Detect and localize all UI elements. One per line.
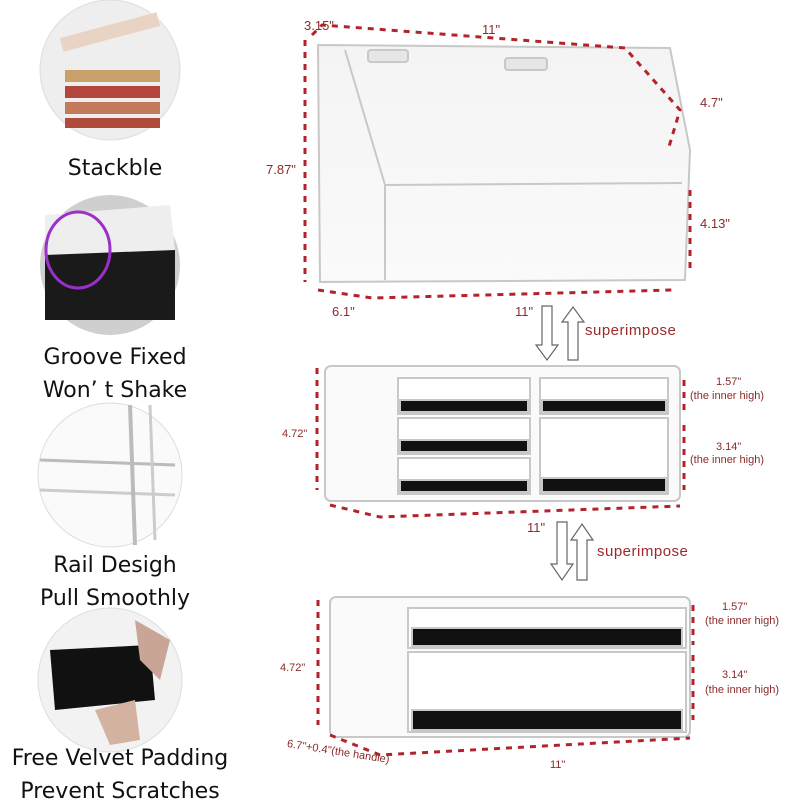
middle-top-inner: 1.57"	[716, 376, 742, 388]
feature-photo-rail	[37, 402, 183, 548]
superimpose-label: superimpose	[585, 322, 677, 339]
bottom-width: 11"	[550, 759, 566, 771]
bottom-inner-note: (the inner high)	[705, 684, 779, 696]
feature-photo-groove	[40, 195, 180, 335]
middle-bottom-inner: 3.14"	[716, 441, 742, 453]
caption-line: Groove Fixed	[43, 345, 187, 370]
middle-width: 11"	[527, 520, 546, 535]
lid-width-bottom: 11"	[515, 304, 534, 319]
lid-height: 7.87"	[266, 162, 296, 177]
dimension-lines	[303, 23, 695, 757]
arrow-down-icon	[549, 521, 575, 582]
middle-height: 4.72"	[282, 428, 308, 440]
bottom-inner-note: (the inner high)	[705, 615, 779, 627]
lid-width-top: 11"	[482, 22, 501, 37]
middle-drawer-unit	[324, 365, 681, 502]
arrow-up-icon	[560, 305, 586, 361]
lid-depth-bottom: 6.1"	[332, 304, 355, 319]
lid-box	[316, 43, 692, 284]
caption-line: Pull Smoothly	[39, 586, 191, 611]
lid-slope: 4.7"	[700, 95, 723, 110]
feature-photo-stacking	[39, 0, 181, 141]
caption-line: Free Velvet Padding	[11, 746, 229, 771]
caption-line: Rail Desigh	[53, 553, 177, 578]
bottom-top-inner: 1.57"	[722, 601, 748, 613]
middle-inner-note: (the inner high)	[690, 390, 764, 402]
caption-line: Prevent Scratches	[20, 779, 220, 800]
middle-inner-note: (the inner high)	[690, 454, 764, 466]
caption-line: Stackble	[67, 156, 163, 181]
bottom-height: 4.72"	[280, 662, 306, 674]
superimpose-label: superimpose	[597, 543, 689, 560]
feature-photo-velvet	[37, 607, 183, 753]
arrow-up-icon	[569, 522, 595, 581]
stack-arrows	[534, 305, 595, 582]
lid-front-height: 4.13"	[700, 216, 730, 231]
bottom-bottom-inner: 3.14"	[722, 669, 748, 681]
caption-line: Won’ t Shake	[42, 378, 188, 403]
bottom-drawer-unit	[329, 596, 691, 738]
feature-caption-stackable: Stackble	[0, 152, 230, 185]
arrow-down-icon	[534, 305, 560, 362]
lid-depth-top: 3.15"	[304, 18, 334, 33]
